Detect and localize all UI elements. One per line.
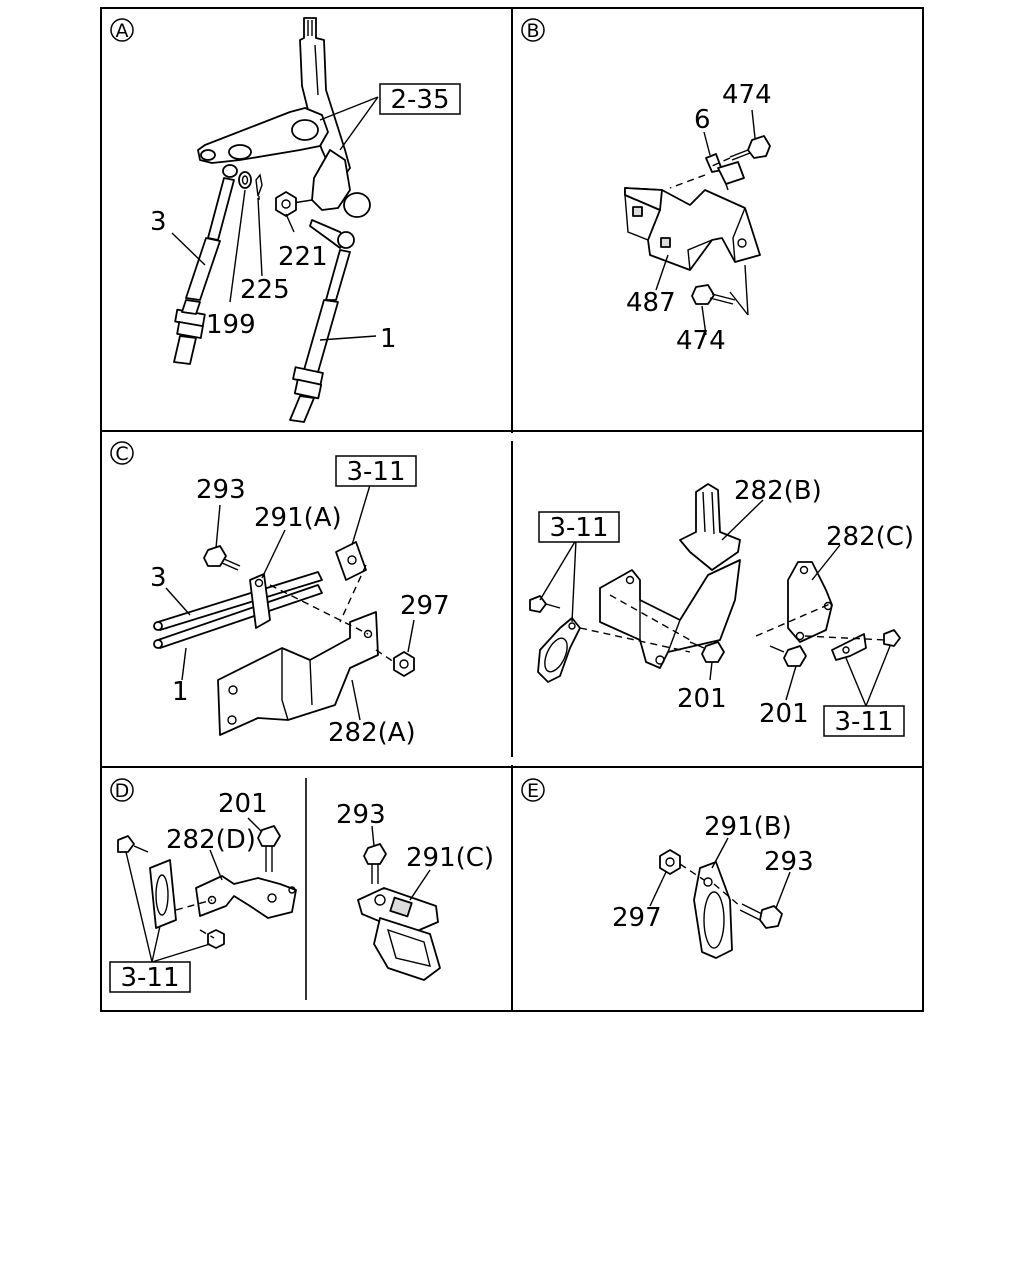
clip-291c: [357, 887, 441, 981]
clip-3-11: [335, 541, 367, 581]
label-291a: 291(A): [254, 503, 342, 533]
clip-3-11-d: [149, 859, 177, 929]
bolt-201-d: [257, 825, 281, 872]
label-201-left: 201: [677, 684, 727, 714]
label-1-c: 1: [172, 677, 189, 707]
label-282c: 282(C): [826, 522, 914, 552]
bolt-474-bottom: [691, 284, 736, 305]
ref-box-3-11-c-left: 3-11: [538, 511, 620, 543]
cable-3: [173, 164, 238, 365]
panel-e: E 291(B) 293 297: [521, 778, 814, 959]
panel-letter-c: C: [110, 441, 134, 465]
panel-letter-b-text: B: [526, 20, 539, 42]
bolt-3-11-left: [529, 595, 561, 613]
panel-letter-d: D: [110, 778, 134, 802]
label-291c: 291(C): [406, 843, 494, 873]
label-201-d: 201: [218, 789, 268, 819]
clip-3-11-left: [537, 617, 581, 683]
label-282a: 282(A): [328, 718, 416, 748]
panel-c-right: 3-11 3-11 282(B) 282(C) 201 201: [529, 476, 914, 737]
label-225: 225: [240, 275, 290, 305]
panel-a: A: [110, 17, 461, 423]
label-6: 6: [694, 105, 711, 135]
bracket-282c: [787, 561, 833, 643]
label-282b: 282(B): [734, 476, 822, 506]
panel-letter-e: E: [521, 778, 545, 802]
panel-letter-c-text: C: [115, 443, 128, 465]
nut-297-e: [659, 849, 681, 875]
bracket-487: [624, 187, 761, 271]
clip-291a: [249, 573, 271, 629]
label-293-c: 293: [196, 475, 246, 505]
ref-box-2-35: 2-35: [379, 83, 461, 115]
panel-d-leaders: [125, 817, 431, 963]
bolt-293-d: [363, 843, 387, 884]
label-297-c: 297: [400, 591, 450, 621]
ref-box-3-11-d: 3-11: [109, 961, 191, 993]
clip-3-11-right: [831, 629, 901, 661]
label-474-bottom: 474: [676, 326, 726, 356]
bolt-474-top: [729, 135, 771, 161]
label-1: 1: [380, 324, 397, 354]
panel-letter-e-text: E: [527, 780, 539, 802]
label-3: 3: [150, 207, 167, 237]
panel-c-right-leaders: [539, 499, 891, 707]
cables-1-3: [153, 571, 323, 649]
ref-label-2-35: 2-35: [390, 85, 449, 115]
label-297-e: 297: [612, 903, 662, 933]
label-199: 199: [206, 310, 256, 340]
panel-d: D: [109, 778, 494, 993]
washer-199: [238, 171, 252, 189]
nut-3-11-d: [207, 929, 225, 949]
label-293-d: 293: [336, 800, 386, 830]
bolt-3-11-d-top: [117, 835, 149, 853]
cable-1: [289, 219, 355, 423]
nut-297: [393, 651, 415, 677]
ref-box-3-11-c-right: 3-11: [823, 705, 905, 737]
panel-letter-d-text: D: [115, 780, 130, 802]
label-3-c: 3: [150, 563, 167, 593]
ref-label-3-11-c-right: 3-11: [834, 707, 893, 737]
panel-b-leaders: [655, 109, 756, 336]
panel-letter-a-text: A: [116, 20, 129, 42]
panel-c: C: [110, 441, 450, 748]
panel-letter-b: B: [521, 18, 545, 42]
label-474-top: 474: [722, 80, 772, 110]
bolt-293: [203, 545, 241, 571]
bolt-201-right: [769, 645, 807, 667]
panel-c-leaders: [165, 484, 415, 721]
label-293-e: 293: [764, 847, 814, 877]
panel-a-leaders: [171, 96, 379, 341]
ref-label-3-11-d: 3-11: [120, 963, 179, 993]
bracket-282a: [217, 611, 379, 736]
lever-arm: [197, 107, 371, 218]
clip-6: [705, 153, 745, 191]
bracket-282b: [599, 483, 741, 669]
bolt-293-e: [739, 903, 783, 929]
diagram-frame: [100, 7, 924, 1012]
clip-225: [255, 173, 263, 200]
label-221: 221: [278, 242, 328, 272]
label-487: 487: [626, 288, 676, 318]
ref-label-3-11-c-left: 3-11: [549, 513, 608, 543]
panel-e-leaders: [649, 837, 791, 909]
nut-221: [275, 191, 297, 217]
shift-lever: [299, 17, 351, 176]
ref-label-3-11-c: 3-11: [346, 457, 405, 487]
panel-letter-a: A: [110, 18, 134, 42]
label-201-right: 201: [759, 699, 809, 729]
clip-291b: [693, 861, 733, 959]
label-282d: 282(D): [166, 825, 256, 855]
ref-box-3-11-c: 3-11: [335, 455, 417, 487]
bracket-282d: [195, 875, 297, 919]
panel-b: B: [521, 18, 772, 356]
bolt-201-left: [689, 641, 725, 663]
label-291b: 291(B): [704, 812, 792, 842]
